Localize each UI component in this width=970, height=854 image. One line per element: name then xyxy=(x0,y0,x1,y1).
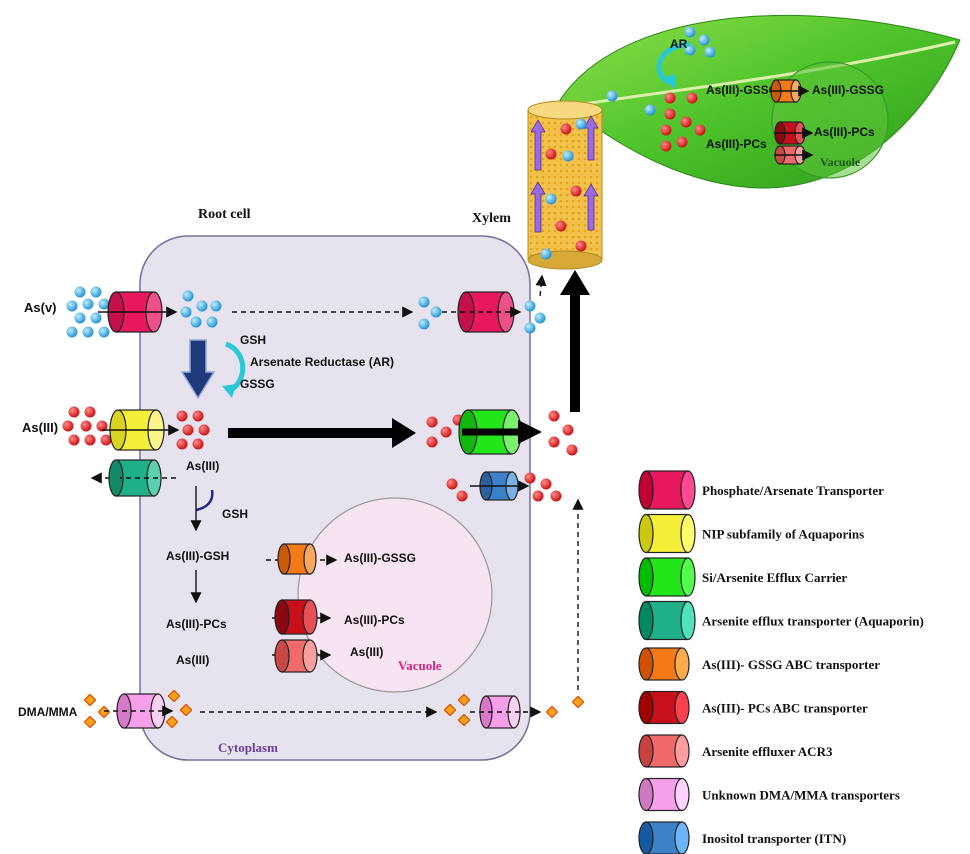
si-arsenite-efflux-carrier xyxy=(458,409,542,455)
dma-mma-transporter-root xyxy=(104,693,174,729)
gssg-label: GSSG xyxy=(240,377,275,391)
vacuole-as-iii-pcs-label: As(III)-PCs xyxy=(344,613,405,627)
gssg-abc-transporter-leaf xyxy=(770,79,810,103)
legend-label: As(III)- PCs ABC transporter xyxy=(702,701,868,716)
arsenate-reductase-label: Arsenate Reductase (AR) xyxy=(250,355,394,369)
legend-item: As(III)- PCs ABC transporter xyxy=(638,690,868,725)
vacuole-as-iii-label: As(III) xyxy=(350,645,383,659)
as-iii-gsh-label: As(III)-GSH xyxy=(166,549,229,563)
as-iii-label: As(III) xyxy=(22,420,58,435)
legend-label: NIP subfamily of Aquaporins xyxy=(702,527,864,542)
legend-item: Si/Arsenite Efflux Carrier xyxy=(638,557,847,597)
leaf-pcs-left-label: As(III)-PCs xyxy=(706,137,767,151)
gsh-top-label: GSH xyxy=(240,333,266,347)
leaf-pcs-right-label: As(III)-PCs xyxy=(814,125,875,139)
legend-item: Unknown DMA/MMA transporters xyxy=(638,777,900,812)
legend-label: Inositol transporter (ITN) xyxy=(702,831,846,846)
root-vacuole-label: Vacuole xyxy=(398,658,442,673)
legend-item: Phosphate/Arsenate Transporter xyxy=(638,470,884,510)
legend-label: Phosphate/Arsenate Transporter xyxy=(702,483,884,498)
phosphate-arsenate-transporter-xylem xyxy=(442,291,522,333)
leaf-gssg-left-label: As(III)-GSSG xyxy=(706,83,778,97)
as-iii-pcs-label: As(III)-PCs xyxy=(166,617,227,631)
inositol-transporter xyxy=(470,471,530,501)
pcs-abc-transporter-root xyxy=(274,599,318,635)
leaf-gssg-right-label: As(III)-GSSG xyxy=(812,83,884,97)
gsh-mid-label: GSH xyxy=(222,507,248,521)
root-vacuole xyxy=(297,497,493,693)
as-iii-flux-arrowhead xyxy=(392,418,416,448)
leaf-ar-label: AR xyxy=(670,37,688,51)
leaf xyxy=(544,14,961,189)
xylem-loading-arrowhead xyxy=(560,270,590,295)
acr3-effluxer-root xyxy=(274,639,318,673)
as-iii-inner-label: As(III) xyxy=(186,459,219,473)
vacuole-as-iii-gssg-label: As(III)-GSSG xyxy=(344,551,416,565)
xylem-label: Xylem xyxy=(472,211,511,226)
legend-label: As(III)- GSSG ABC transporter xyxy=(702,657,880,672)
cytoplasm-label: Cytoplasm xyxy=(218,740,278,755)
leaf-vacuole-label: Vacuole xyxy=(820,155,861,169)
gssg-abc-transporter-root xyxy=(277,543,317,575)
phosphate-arsenate-transporter-root xyxy=(98,291,178,333)
legend-label: Si/Arsenite Efflux Carrier xyxy=(702,570,847,585)
legend-label: Unknown DMA/MMA transporters xyxy=(702,788,900,803)
gsh-conjugation-curve xyxy=(195,489,214,512)
legend-item: As(III)- GSSG ABC transporter xyxy=(638,647,880,681)
legend-item: NIP subfamily of Aquaporins xyxy=(638,513,864,554)
dma-mma-label: DMA/MMA xyxy=(18,705,78,719)
acr3-effluxer-leaf xyxy=(774,145,814,165)
legend-item: Arsenite effluxer ACR3 xyxy=(638,734,833,768)
reduction-arrow xyxy=(180,339,216,400)
root-cell-label: Root cell xyxy=(198,207,251,222)
nip-aquaporin-transporter xyxy=(102,409,180,451)
legend-label: Arsenite effluxer ACR3 xyxy=(702,744,833,759)
legend-item: Inositol transporter (ITN) xyxy=(638,821,846,854)
arsenite-efflux-aquaporin xyxy=(108,459,176,497)
dma-mma-transporter-xylem xyxy=(470,695,526,729)
as-iii-molecules-outside xyxy=(62,406,112,446)
pcs-abc-transporter-leaf xyxy=(774,121,814,145)
as-v-label: As(v) xyxy=(24,300,57,315)
legend-item: Arsenite efflux transporter (Aquaporin) xyxy=(638,600,924,641)
legend-label: Arsenite efflux transporter (Aquaporin) xyxy=(702,614,924,629)
as-iii-lower-label: As(III) xyxy=(176,653,209,667)
